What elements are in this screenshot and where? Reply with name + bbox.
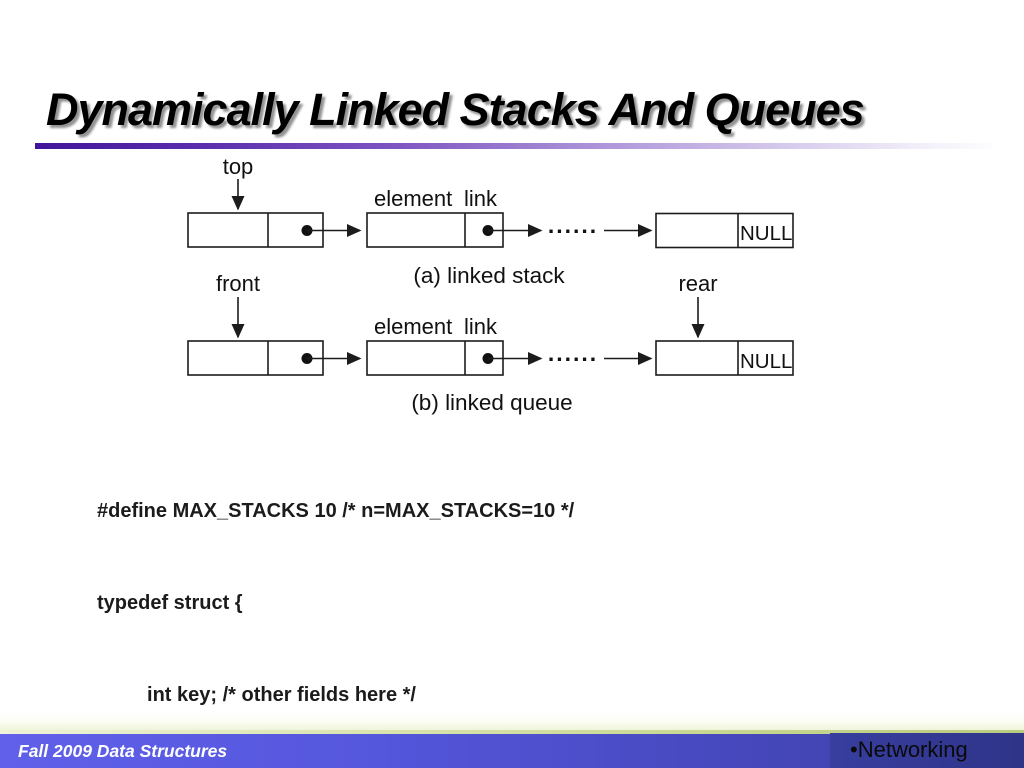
- link-field-label: link: [464, 314, 498, 339]
- title-underline: [35, 143, 993, 149]
- top-pointer-label: top: [223, 154, 254, 179]
- footer-right-label: Networking: [857, 737, 968, 762]
- front-pointer-label: front: [216, 271, 260, 296]
- footer-left-text: Fall 2009 Data Structures: [18, 741, 228, 761]
- queue-null-label: NULL: [740, 350, 792, 373]
- code-line: int key; /* other fields here */: [97, 684, 416, 707]
- queue-ellipsis: ......: [548, 340, 598, 366]
- link-field-label: link: [464, 186, 498, 211]
- rear-pointer-label: rear: [678, 271, 717, 296]
- stack-null-node: [655, 212, 794, 249]
- element-field-label: element: [374, 314, 452, 339]
- footer-right-text: •Networking: [850, 733, 968, 768]
- queue-null-node: [655, 340, 794, 376]
- code-line: #define MAX_STACKS 10 /* n=MAX_STACKS=10…: [97, 499, 575, 522]
- stack-null-label: NULL: [740, 222, 792, 245]
- page-title: Dynamically Linked Stacks And Queues: [46, 84, 865, 135]
- stack-caption: (a) linked stack: [413, 263, 565, 288]
- footer-accent-band: [0, 712, 1024, 730]
- queue-caption: (b) linked queue: [411, 390, 572, 415]
- bullet-icon: •: [850, 737, 858, 762]
- element-field-label: element: [374, 186, 452, 211]
- linked-queue-figure: front rear element link ...... NULL: [187, 271, 794, 415]
- linked-stack-figure: top element link ...... NULL (a) linked …: [187, 154, 794, 288]
- code-block: #define MAX_STACKS 10 /* n=MAX_STACKS=10…: [97, 434, 574, 768]
- footer-green-rule: [0, 730, 1024, 734]
- code-line: typedef struct {: [97, 591, 243, 614]
- footer-right-block: •Networking: [830, 733, 1024, 768]
- linked-structures-diagram: top element link ...... NULL (a) linked …: [187, 154, 794, 415]
- stack-ellipsis: ......: [548, 212, 598, 238]
